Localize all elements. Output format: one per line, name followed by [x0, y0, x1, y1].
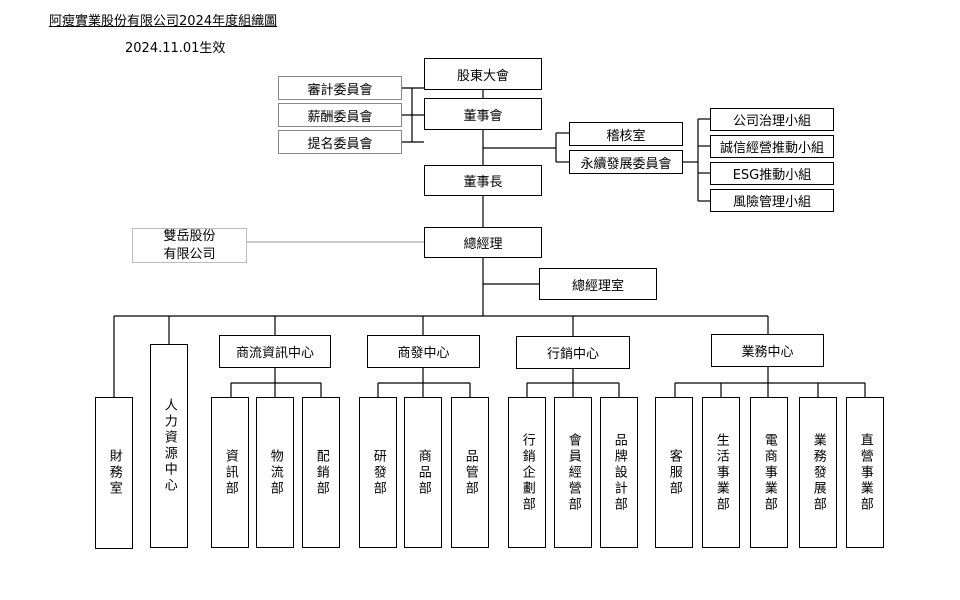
affiliate-company: 雙岳股份 有限公司 [132, 228, 247, 263]
marketing-planning-dept: 行銷企劃部 [508, 397, 546, 548]
gm-office: 總經理室 [539, 268, 657, 300]
board-of-directors: 董事會 [424, 98, 542, 130]
hr-center: 人力資源中心 [150, 344, 188, 548]
esg-team: ESG推動小組 [710, 162, 834, 185]
info-dept: 資訊部 [211, 397, 249, 548]
brand-design-dept: 品牌設計部 [600, 397, 638, 548]
nomination-committee: 提名委員會 [278, 130, 402, 154]
audit-committee: 審計委員會 [278, 76, 402, 100]
marketing-center: 行銷中心 [516, 336, 630, 369]
business-center: 業務中心 [711, 334, 824, 367]
quality-control-dept: 品管部 [451, 397, 489, 548]
direct-retail-dept: 直營事業部 [846, 397, 884, 548]
remuneration-committee: 薪酬委員會 [278, 103, 402, 127]
membership-dept: 會員經營部 [554, 397, 592, 548]
customer-service-dept: 客服部 [655, 397, 693, 548]
affiliate-name-line2: 有限公司 [163, 246, 216, 262]
sustainability-committee: 永續發展委員會 [569, 150, 683, 174]
risk-management-team: 風險管理小組 [710, 189, 834, 212]
distribution-dept: 配銷部 [302, 397, 340, 548]
logistics-dept: 物流部 [256, 397, 294, 548]
rd-dept: 研發部 [359, 397, 397, 548]
chairman: 董事長 [424, 165, 542, 196]
it-logistics-center: 商流資訊中心 [219, 335, 331, 368]
effective-date: 2024.11.01生效 [125, 41, 226, 56]
chart-title: 阿瘦實業股份有限公司2024年度組織圖 [49, 14, 278, 29]
internal-audit-office: 稽核室 [569, 122, 683, 146]
lifestyle-business-dept: 生活事業部 [702, 397, 740, 548]
business-development-dept: 業務發展部 [799, 397, 837, 548]
integrity-team: 誠信經營推動小組 [710, 135, 834, 158]
merchandise-dept: 商品部 [404, 397, 442, 548]
general-manager: 總經理 [424, 227, 542, 258]
finance-office: 財務室 [95, 397, 133, 549]
affiliate-name-line1: 雙岳股份 [163, 228, 216, 244]
shareholders-meeting: 股東大會 [424, 58, 542, 90]
governance-team: 公司治理小組 [710, 108, 834, 131]
ecommerce-business-dept: 電商事業部 [750, 397, 788, 548]
product-development-center: 商發中心 [367, 335, 480, 368]
